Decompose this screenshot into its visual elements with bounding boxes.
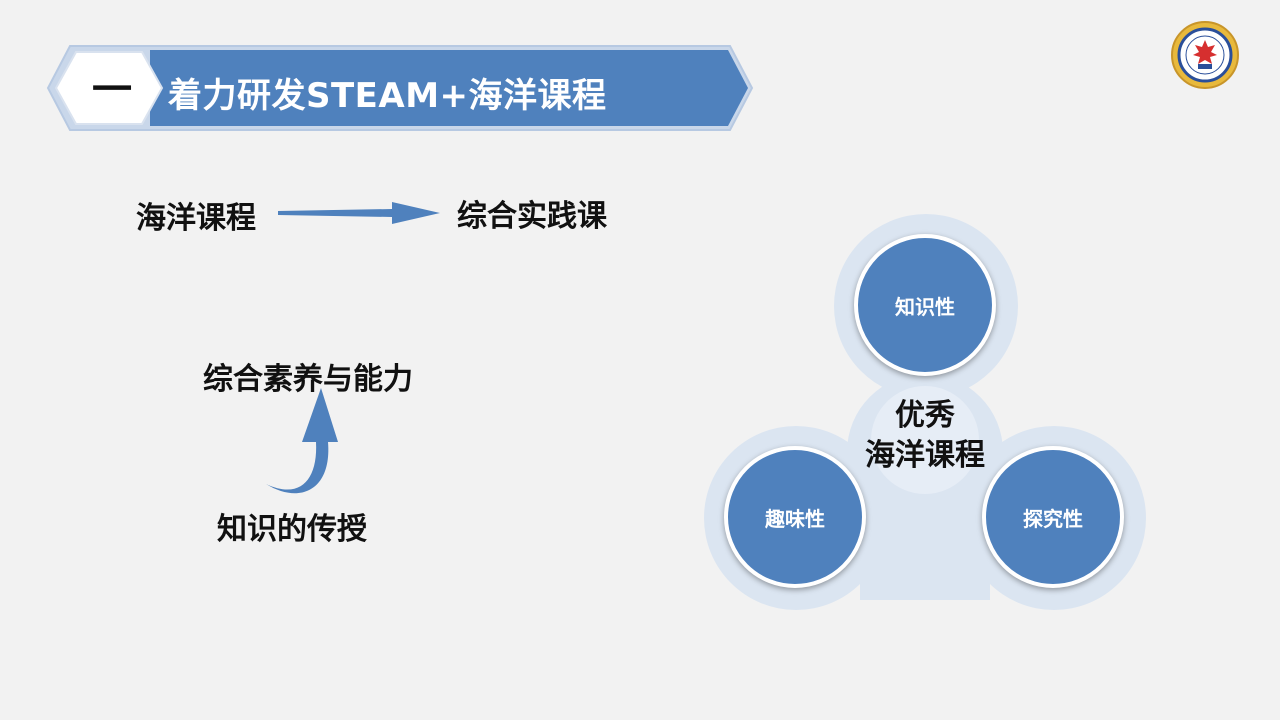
practice-course-label: 综合实践课 xyxy=(457,199,607,234)
diagram-center-label: 优秀 海洋课程 xyxy=(846,396,1004,476)
circle-inquiry: 探究性 xyxy=(982,446,1124,588)
circle-knowledge: 知识性 xyxy=(854,234,996,376)
page-title: 着力研发STEAM+海洋课程 xyxy=(168,75,607,116)
circle-interest: 趣味性 xyxy=(724,446,866,588)
school-emblem-icon xyxy=(1171,21,1239,89)
curved-up-arrow-icon xyxy=(266,388,338,494)
ocean-course-label: 海洋课程 xyxy=(136,201,256,236)
knowledge-label: 知识的传授 xyxy=(217,512,367,547)
section-number: 一 xyxy=(92,67,132,113)
header-banner xyxy=(46,45,754,131)
center-line-1: 优秀 xyxy=(895,398,955,433)
ability-label: 综合素养与能力 xyxy=(203,362,413,397)
right-arrow-icon xyxy=(278,202,440,224)
center-line-2: 海洋课程 xyxy=(865,438,985,473)
